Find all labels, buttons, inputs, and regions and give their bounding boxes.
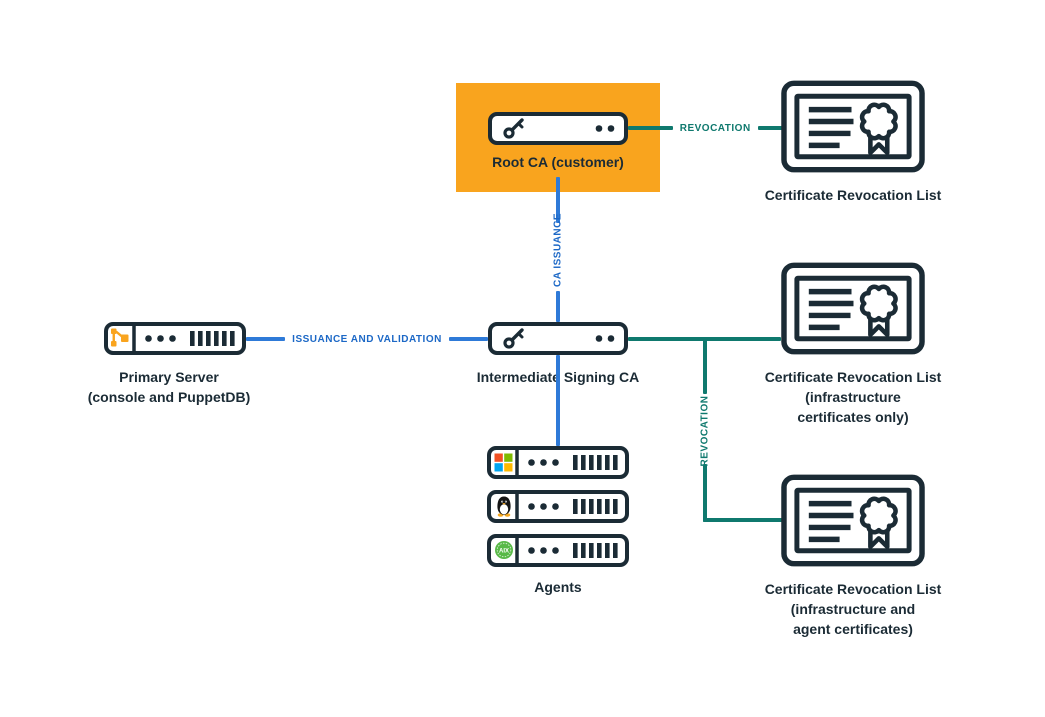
primary-server-label-line: Primary Server xyxy=(119,369,219,385)
crl-top-label: Certificate Revocation List xyxy=(753,185,953,205)
connector-revocation-bottom-line xyxy=(703,518,784,522)
connector-issuance-and-validation-label: ISSUANCE AND VALIDATION xyxy=(292,333,442,345)
connector-segment xyxy=(556,291,560,322)
crl-middle-label-line: (infrastructure xyxy=(805,389,901,405)
connector-revocation-top: REVOCATION xyxy=(628,120,784,136)
crl-bottom-label: Certificate Revocation List (infrastruct… xyxy=(753,579,953,639)
crl-bottom-label-line: agent certificates) xyxy=(793,621,913,637)
connector-revocation-side-label: REVOCATION xyxy=(699,395,711,466)
crl-middle-label-line: certificates only) xyxy=(797,409,909,425)
crl-bottom-label-line: Certificate Revocation List xyxy=(764,581,942,597)
connector-segment xyxy=(757,126,784,130)
crl-middle-certificate-icon xyxy=(781,262,925,355)
aix-logo-icon: AIX xyxy=(495,541,513,559)
connector-segment xyxy=(556,177,560,223)
connector-ca-issuance-label: CA ISSUANCE xyxy=(552,212,564,287)
connector-ca-to-agents-line xyxy=(556,355,560,446)
root-ca-label: Root CA (customer) xyxy=(492,154,624,170)
puppet-logo-icon xyxy=(111,328,129,347)
crl-top-label-line: Certificate Revocation List xyxy=(764,187,942,203)
crl-bottom-label-line: (infrastructure and xyxy=(790,601,916,617)
connector-revocation-top-label: REVOCATION xyxy=(679,122,751,134)
crl-middle-label-line: Certificate Revocation List xyxy=(764,369,942,385)
primary-server-label-line: (console and PuppetDB) xyxy=(87,389,251,405)
connector-issuance-and-validation: ISSUANCE AND VALIDATION xyxy=(246,331,488,347)
crl-middle-label: Certificate Revocation List (infrastruct… xyxy=(753,367,953,427)
crl-top-certificate-icon xyxy=(781,80,925,173)
connector-revocation-side: REVOCATION xyxy=(700,339,711,522)
aix-badge-text: AIX xyxy=(499,548,509,554)
agents-label: Agents xyxy=(534,579,582,595)
connector-segment xyxy=(703,464,707,522)
connector-segment xyxy=(703,339,707,394)
connector-ca-issuance: CA ISSUANCE xyxy=(553,177,564,322)
connector-segment xyxy=(246,337,286,341)
root-ca-server-icon xyxy=(488,112,628,145)
intermediate-ca-server-icon xyxy=(488,322,628,355)
crl-bottom-certificate-icon xyxy=(781,474,925,567)
primary-server-label: Primary Server (console and PuppetDB) xyxy=(74,367,264,407)
windows-logo-icon xyxy=(494,453,513,472)
linux-tux-icon xyxy=(497,496,511,517)
connector-segment xyxy=(628,126,673,130)
connector-segment xyxy=(448,337,488,341)
